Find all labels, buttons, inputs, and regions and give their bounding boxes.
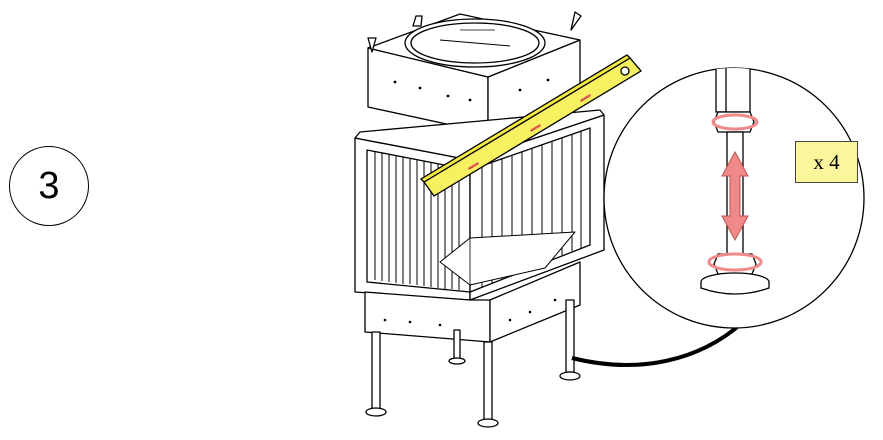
fireplace-unit: [354, 11, 605, 428]
top-hood: [367, 11, 582, 134]
adjustable-feet: [365, 299, 581, 428]
foot-back-left: [448, 329, 466, 365]
rotation-ring-icon: [707, 113, 763, 272]
quantity-text: x 4: [813, 149, 840, 174]
foot-front-left: [365, 331, 387, 417]
spirit-level: [419, 54, 642, 197]
detail-magnifier: [603, 67, 865, 329]
foot-back-right: [559, 299, 581, 381]
callout-leader: [571, 321, 744, 367]
step-number: 3: [38, 164, 60, 207]
foot-front-right: [477, 341, 499, 428]
step-number-badge: 3: [9, 146, 89, 226]
double-arrow-vertical-icon: [721, 150, 749, 242]
quantity-label: x 4: [795, 141, 858, 183]
